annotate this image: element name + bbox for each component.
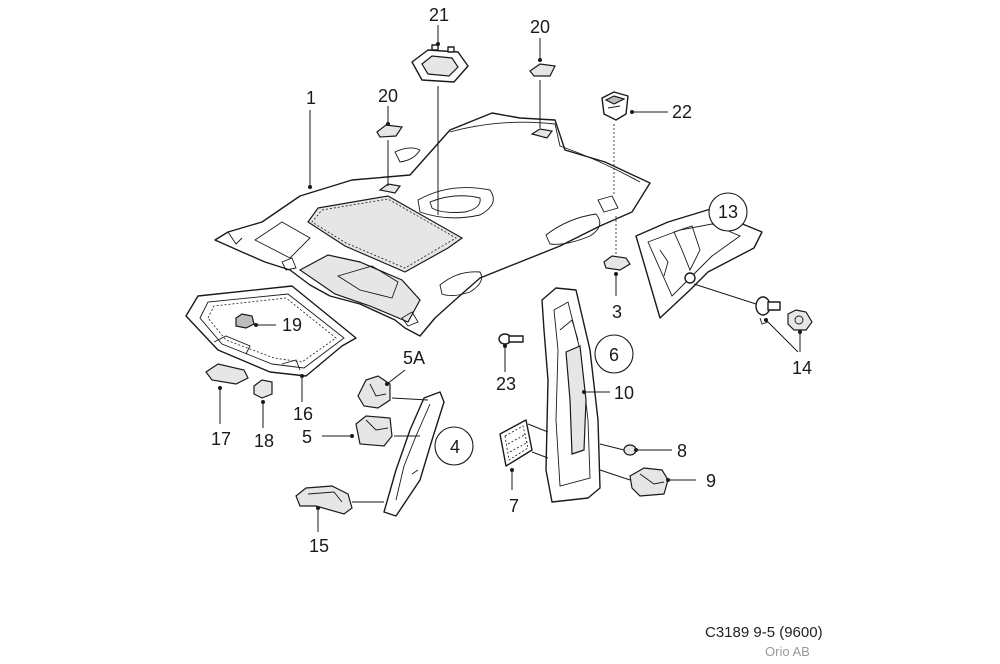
leader-9-b [599, 469, 631, 481]
dot-5 [350, 434, 354, 438]
screw-part-23 [498, 333, 524, 345]
dot-19 [254, 323, 258, 327]
dot-5a [385, 382, 389, 386]
dot-18 [261, 400, 265, 404]
dot-21 [436, 42, 440, 46]
callout-4: 4 [450, 437, 460, 457]
leader-14a [765, 319, 799, 353]
clip-part-3 [603, 255, 631, 271]
dot-10 [582, 390, 586, 394]
callout-5: 5 [302, 427, 312, 447]
callout-23: 23 [496, 374, 516, 394]
sunroof-frame-part [185, 285, 357, 377]
dot-16 [300, 374, 304, 378]
c-pillar-trim-part [635, 207, 763, 319]
dot-17 [218, 386, 222, 390]
callout-8: 8 [677, 441, 687, 461]
fastener-part-14a [755, 296, 781, 325]
clip-part-18 [253, 379, 273, 399]
callout-1: 1 [306, 88, 316, 108]
headliner-part [214, 112, 651, 337]
callout-ring-4 [434, 426, 474, 466]
dot-15 [316, 506, 320, 510]
callout-17: 17 [211, 429, 231, 449]
leader-5a [386, 369, 406, 385]
dot-14a [764, 318, 768, 322]
copyright-text: Orio AB [765, 644, 810, 659]
leader-8-b [599, 443, 625, 451]
callout-labels: 1 21 20 20 22 13 3 6 14 19 5A 23 10 16 5… [211, 5, 812, 556]
dot-1 [308, 185, 312, 189]
callout-3: 3 [612, 302, 622, 322]
speaker-grille-part [499, 419, 533, 467]
callout-6: 6 [609, 345, 619, 365]
bracket-part-9 [629, 467, 669, 497]
callout-15: 15 [309, 536, 329, 556]
dot-9 [666, 478, 670, 482]
leader-dots [218, 42, 802, 510]
diagram-code-reference: C3189 9-5 (9600) [705, 624, 823, 641]
pad-mark-left [378, 183, 402, 194]
dot-20b [538, 58, 542, 62]
dot-20a [386, 122, 390, 126]
leader-lines [219, 25, 801, 532]
dot-23 [503, 344, 507, 348]
callout-9: 9 [706, 471, 716, 491]
dot-3 [614, 272, 618, 276]
callout-16: 16 [293, 404, 313, 424]
pad-part-left [376, 124, 404, 138]
handle-mount-part [601, 91, 629, 121]
leader-14-pin [693, 283, 757, 305]
leader-7-b [527, 423, 549, 433]
dot-8 [634, 448, 638, 452]
dot-22 [630, 110, 634, 114]
slide-part-19 [235, 313, 255, 329]
callout-14: 14 [792, 358, 812, 378]
callout-7: 7 [509, 496, 519, 516]
leader-5a-b [391, 397, 429, 401]
callout-18: 18 [254, 431, 274, 451]
cover-part-17 [205, 363, 249, 385]
fastener-part-14b [787, 309, 813, 331]
leader-7-c [531, 451, 549, 459]
callout-5a: 5A [403, 348, 425, 368]
a-pillar-trim-part [383, 391, 445, 517]
bracket-part-5 [355, 415, 393, 447]
dot-14b [798, 330, 802, 334]
callout-10: 10 [614, 383, 634, 403]
callout-20-right: 20 [530, 17, 550, 37]
callout-21: 21 [429, 5, 449, 25]
pad-part-right [529, 63, 556, 77]
callout-19: 19 [282, 315, 302, 335]
clip-part-5a [357, 375, 391, 409]
b-pillar-trim-part [541, 287, 601, 503]
dome-light-frame-part [411, 44, 469, 83]
callout-22: 22 [672, 102, 692, 122]
callout-13: 13 [718, 202, 738, 222]
callout-ring-6 [594, 334, 634, 374]
callout-ring-13 [708, 192, 748, 232]
pad-mark-right [530, 128, 554, 139]
callout-20-left: 20 [378, 86, 398, 106]
trim-part-15 [295, 485, 353, 515]
dot-7 [510, 468, 514, 472]
